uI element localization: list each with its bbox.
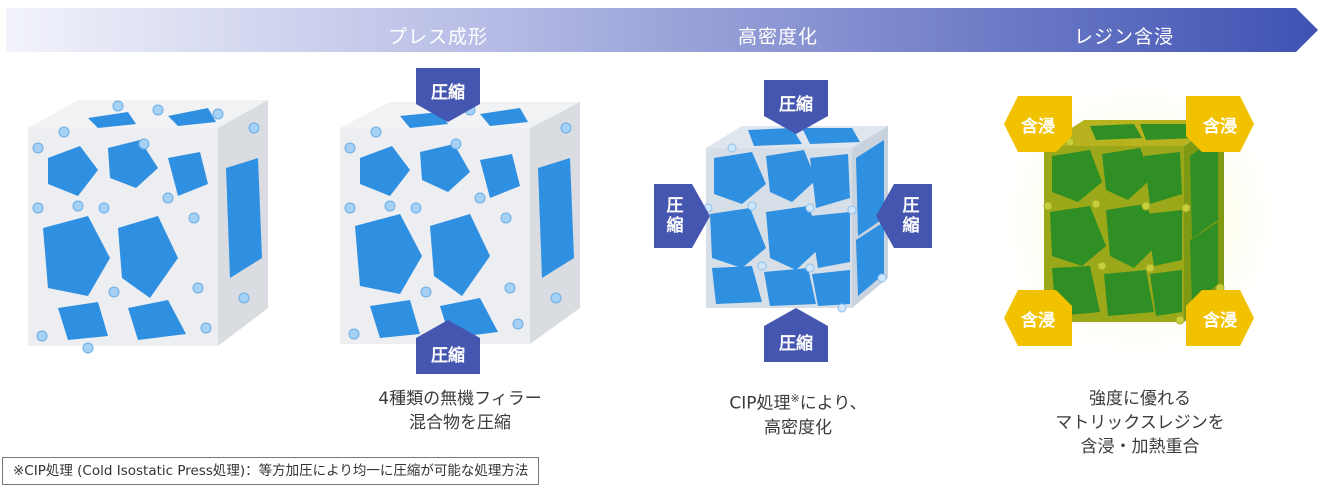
impregnate-label: 含浸 xyxy=(1021,116,1055,137)
caption-press: 4種類の無機フィラー 混合物を圧縮 xyxy=(330,387,590,435)
cip-term: CIP処理 xyxy=(729,393,791,414)
impregnate-arrow-top-right: 含浸 xyxy=(1186,96,1254,152)
compress-arrow-bottom: 圧縮 xyxy=(764,308,828,362)
caption-cip-line2: 高密度化 xyxy=(764,417,832,438)
arrow-diagonal-icon xyxy=(1186,96,1254,152)
impregnate-arrow-bottom-right: 含浸 xyxy=(1186,290,1254,346)
impregnate-label: 含浸 xyxy=(1203,310,1237,331)
impregnate-arrow-top-left: 含浸 xyxy=(1004,96,1072,152)
compress-arrow-right: 圧 縮 xyxy=(876,184,932,248)
arrow-down-icon xyxy=(416,68,480,122)
compress-label-line1: 圧 xyxy=(902,196,920,216)
caption-resin-line1: 強度に優れる xyxy=(1089,389,1191,409)
arrow-up-icon xyxy=(764,308,828,362)
compress-label: 圧縮 xyxy=(431,82,465,103)
arrow-right-icon xyxy=(654,184,710,248)
cube-press-graphic xyxy=(340,102,580,344)
impregnate-label: 含浸 xyxy=(1021,310,1055,331)
arrow-up-icon xyxy=(416,320,480,374)
caption-press-line1: 4種類の無機フィラー xyxy=(378,389,542,409)
caption-resin-line3: 含浸・加熱重合 xyxy=(1080,437,1200,457)
stage-label-densify: 高密度化 xyxy=(738,26,819,48)
compress-label-line1: 圧 xyxy=(666,196,684,216)
arrow-diagonal-icon xyxy=(1186,290,1254,346)
cube-densified-graphic xyxy=(703,126,888,313)
compress-arrow-top: 圧縮 xyxy=(416,68,480,122)
cube-press-forming xyxy=(330,88,590,358)
arrow-diagonal-icon xyxy=(1004,290,1072,346)
footnote-mark: ※ xyxy=(790,392,800,405)
impregnate-arrow-bottom-left: 含浸 xyxy=(1004,290,1072,346)
cube-raw-graphic xyxy=(28,100,268,354)
compress-label: 圧縮 xyxy=(779,333,813,354)
caption-cip: CIP処理※により、 高密度化 xyxy=(668,387,928,440)
impregnate-label: 含浸 xyxy=(1203,116,1237,137)
banner-arrow xyxy=(6,8,1318,52)
compress-label-line2: 縮 xyxy=(902,216,920,236)
compress-label-line2: 縮 xyxy=(666,216,684,236)
cube-raw-mixture xyxy=(18,88,278,358)
stage-label-resin: レジン含浸 xyxy=(1074,26,1175,48)
caption-press-line2: 混合物を圧縮 xyxy=(409,413,511,433)
caption-cip-line1: CIP処理※により、 xyxy=(668,387,928,416)
cube-densified xyxy=(692,118,902,318)
cip-tail: により、 xyxy=(799,393,867,414)
footnote-box: ※CIP処理 (Cold Isostatic Press処理)：等方加圧により均… xyxy=(2,457,540,485)
caption-resin-line2: マトリックスレジンを xyxy=(1055,413,1225,433)
process-banner: プレス成形 高密度化 レジン含浸 xyxy=(6,8,1318,52)
caption-resin: 強度に優れる マトリックスレジンを 含浸・加熱重合 xyxy=(1010,387,1270,459)
compress-arrow-top: 圧縮 xyxy=(764,80,828,134)
arrow-diagonal-icon xyxy=(1004,96,1072,152)
compress-arrow-bottom: 圧縮 xyxy=(416,320,480,374)
stage-label-press: プレス成形 xyxy=(388,26,489,48)
compress-arrow-left: 圧 縮 xyxy=(654,184,710,248)
arrow-left-icon xyxy=(876,184,932,248)
arrow-down-icon xyxy=(764,80,828,134)
compress-label: 圧縮 xyxy=(779,94,813,115)
compress-label: 圧縮 xyxy=(431,345,465,366)
